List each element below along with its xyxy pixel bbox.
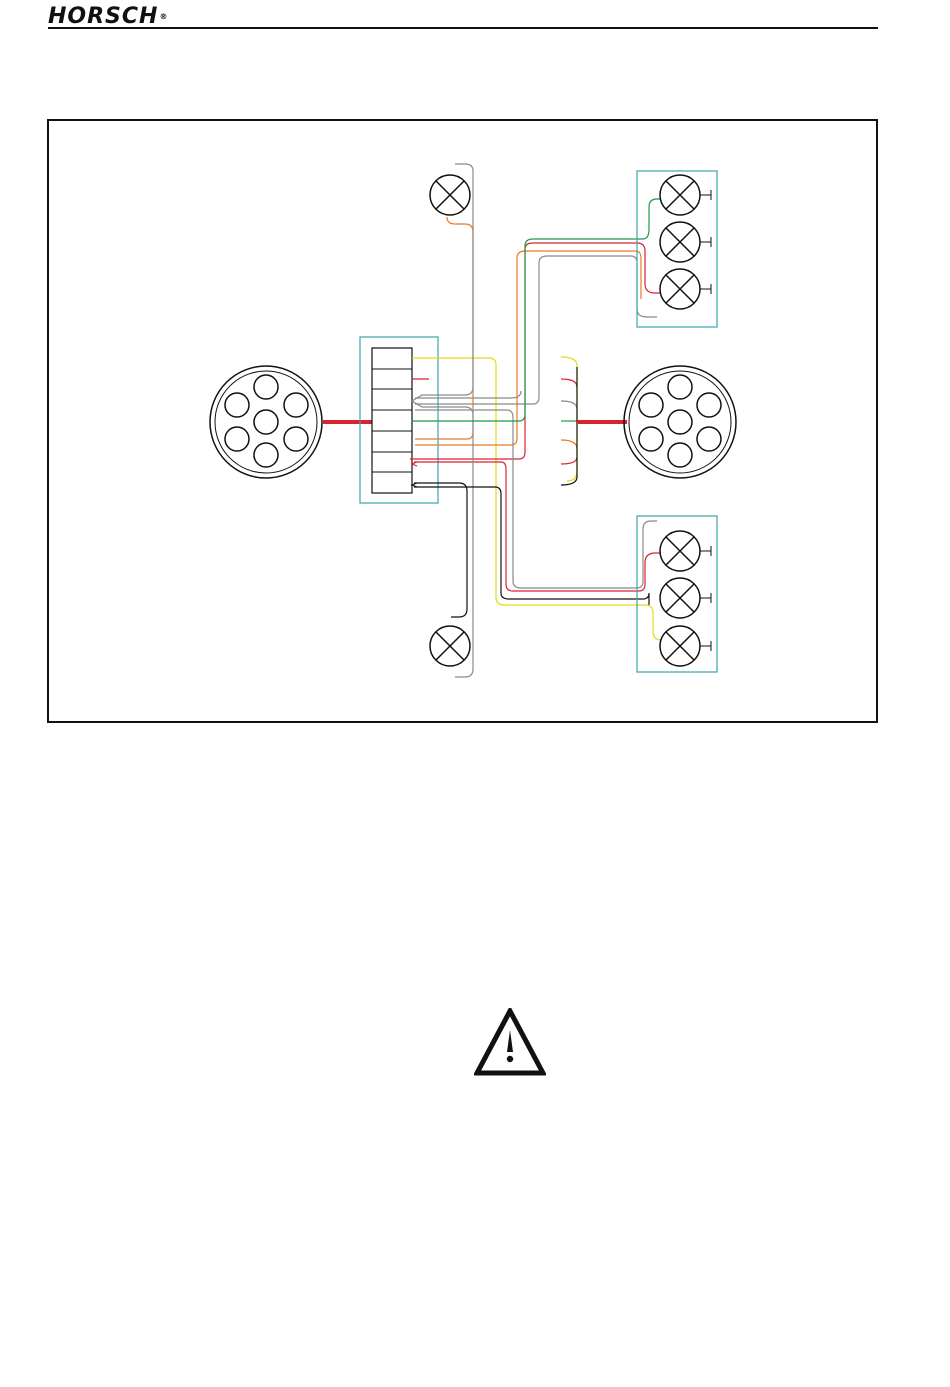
terminal-block [372, 348, 412, 493]
warning-triangle-icon [474, 1008, 546, 1076]
wiring-diagram [47, 119, 878, 723]
light-cluster-bottom [660, 531, 711, 666]
brand-logo: HORSCH® [48, 6, 168, 28]
side-marker-bottom [430, 626, 470, 666]
registered-mark: ® [159, 12, 168, 21]
light-cluster-top [660, 175, 711, 309]
header-rule [48, 27, 878, 29]
brand-name: HORSCH [48, 4, 158, 29]
side-marker-top [430, 175, 470, 215]
